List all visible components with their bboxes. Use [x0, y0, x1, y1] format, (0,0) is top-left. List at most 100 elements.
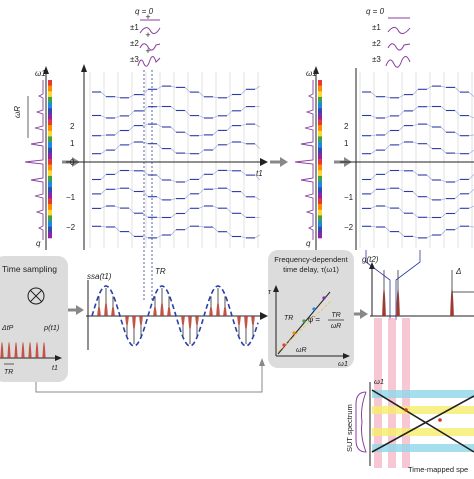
stair-connector	[185, 153, 190, 154]
output-ellipsis-dot	[439, 315, 441, 317]
stair-connector	[171, 180, 176, 182]
stair-connector	[399, 188, 404, 191]
color-bar-segment	[48, 125, 52, 131]
stair-connector	[455, 179, 460, 182]
mode-q2-shape-right	[388, 44, 410, 50]
stair-connector	[213, 97, 218, 98]
stair-connector	[199, 206, 204, 208]
stair-connector	[157, 175, 162, 180]
left-color-bar	[48, 80, 52, 238]
signal-sample-pulse	[244, 316, 248, 330]
color-bar-segment	[318, 210, 322, 216]
stair-connector	[185, 132, 190, 136]
stair-connector	[255, 197, 260, 200]
tick-1: 1	[70, 139, 75, 148]
tick-m2-g2: −2	[344, 223, 354, 232]
color-bar-segment	[318, 187, 322, 193]
mode-q2-label-right: ±2	[372, 39, 381, 48]
color-bar-segment	[318, 148, 322, 154]
grid-2-lines	[360, 72, 474, 248]
plus-sign-3: +	[145, 46, 150, 56]
arrow-up-icon	[259, 358, 265, 366]
q-label-left: q	[36, 239, 41, 248]
stair-connector	[413, 142, 418, 144]
mode-q3-label: ±3	[130, 55, 139, 64]
ssa-label: ssa(t1)	[87, 272, 112, 281]
color-bar-segment	[318, 221, 322, 227]
color-bar-segment	[48, 187, 52, 193]
output-panel: g(t2) Δ	[362, 255, 474, 317]
cyan-band-top	[372, 390, 474, 398]
color-bar-segment	[48, 108, 52, 114]
t1-label-sampling: t1	[52, 365, 58, 372]
stair-connector	[385, 131, 390, 136]
delta-tp-label: ΔtP	[1, 325, 14, 332]
stair-connector	[441, 149, 446, 154]
delay-dot	[312, 307, 315, 310]
stair-connector	[129, 232, 134, 237]
stair-connector	[227, 126, 232, 131]
stair-connector	[213, 145, 218, 150]
color-bar-segment	[48, 227, 52, 233]
stair-connector	[115, 206, 120, 208]
delay-subtitle: time delay, τ(ω1)	[283, 265, 339, 274]
signal-sample-pulse	[153, 306, 157, 316]
signal-sample-pulse	[104, 302, 108, 316]
stair-connector	[385, 171, 390, 175]
footer-label: Time-mapped spe	[408, 465, 468, 474]
stair-connector	[241, 171, 246, 175]
stair-connector	[413, 213, 418, 217]
stair-connector	[115, 116, 120, 118]
stair-connector	[101, 226, 106, 227]
stair-connector	[101, 189, 106, 194]
stair-connector	[399, 95, 404, 98]
stair-connector	[371, 226, 376, 227]
color-bar-segment	[48, 91, 52, 97]
stair-connector	[241, 142, 246, 144]
yellow-band-2	[372, 428, 474, 436]
stair-connector	[427, 144, 432, 149]
stair-connector	[385, 206, 390, 208]
stair-connector	[129, 188, 134, 191]
stair-connector	[241, 89, 246, 94]
stair-connector	[199, 189, 204, 194]
formula-lhs: φ̈ =	[308, 315, 320, 324]
stair-connector	[227, 142, 232, 145]
stair-connector	[469, 206, 474, 208]
stair-connector	[129, 208, 134, 213]
stair-connector	[241, 237, 246, 238]
stair-connector	[157, 235, 162, 238]
mid-comb-spectrum	[295, 80, 313, 240]
output-ellipsis-dot	[434, 315, 436, 317]
color-bar-segment	[48, 97, 52, 103]
stair-connector	[399, 126, 404, 131]
stair-connector	[455, 208, 460, 213]
stair-connector	[101, 135, 106, 136]
stair-connector	[171, 86, 176, 87]
stair-connector	[413, 192, 418, 197]
color-bar-segment	[48, 80, 52, 86]
mode-q2-label: ±2	[130, 39, 139, 48]
arrow-up-icon	[81, 64, 87, 72]
stair-connector	[213, 116, 218, 118]
mode-legend-left: q = 0 ±1 ±2 ±3 + + +	[130, 7, 160, 66]
stair-connector	[441, 127, 446, 132]
formula-numerator: TR	[331, 312, 340, 319]
stair-connector	[143, 236, 148, 238]
stair-connector	[185, 111, 190, 116]
color-bar-segment	[48, 210, 52, 216]
tick-0: 0	[70, 158, 75, 167]
output-pulses	[382, 270, 454, 317]
stair-connector	[385, 97, 390, 98]
sut-spectrum-curve	[356, 392, 366, 452]
color-bar-segment	[318, 142, 322, 148]
color-bar-segment	[48, 142, 52, 148]
stair-connector	[171, 107, 176, 111]
stair-connector	[427, 197, 432, 200]
color-bar-segment	[48, 221, 52, 227]
time-sampling-box	[0, 256, 68, 382]
omega1-label-delay: ω1	[338, 359, 348, 368]
mid-color-bar	[318, 80, 322, 238]
arrow-right-icon	[280, 157, 288, 167]
